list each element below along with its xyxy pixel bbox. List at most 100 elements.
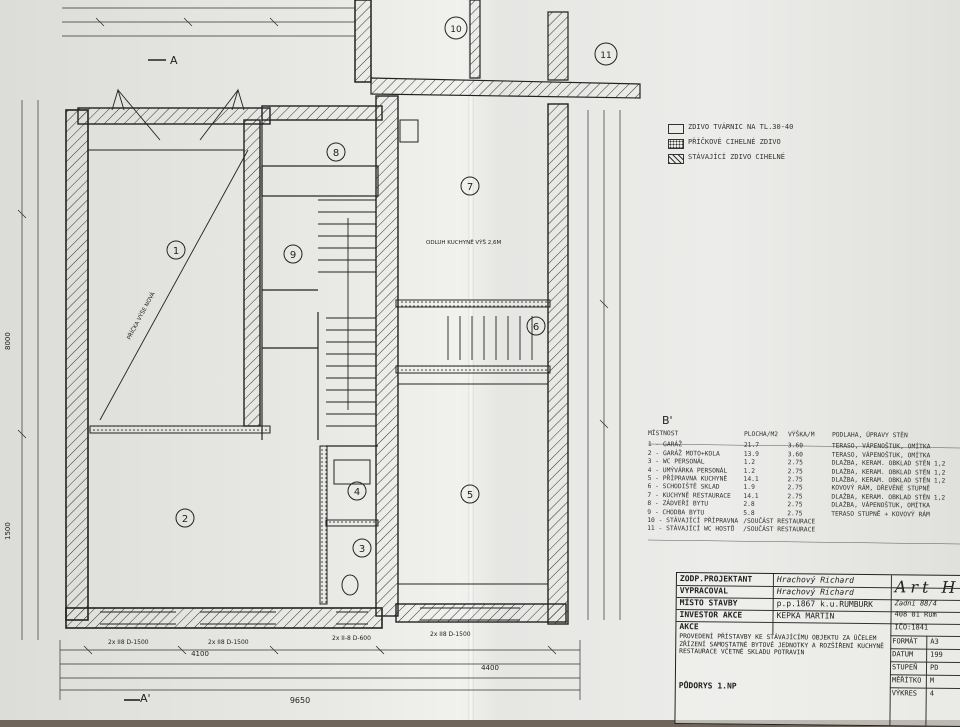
room-cell-area: /SOUČÁST RESTAURACE	[743, 526, 815, 534]
staircase	[318, 200, 532, 426]
header-area: PLOCHA/M2	[744, 431, 778, 438]
firm-ico: IČO:1841	[894, 623, 928, 631]
wall-top-stub	[470, 0, 480, 78]
axis-marker-10: 10	[450, 25, 462, 35]
wall-top-band	[371, 78, 640, 98]
wall-south	[66, 608, 382, 628]
room-cell-finish: TERASO, VÁPENOŠTUK, OMÍTKA	[832, 443, 931, 451]
scale-label: MĚŘÍTKO	[892, 676, 922, 684]
room-cell-area: 13.9	[744, 451, 759, 458]
room-cell-area: 2.8	[743, 501, 754, 508]
room-number-2: 2	[182, 514, 188, 525]
room-cell-area: /SOUČÁST RESTAURACE	[743, 518, 815, 526]
firm-address-1: Zadní 88/4	[895, 599, 937, 607]
section-marker-b-prime: B'	[662, 414, 673, 427]
note-kitchen: ODLUH KUCHYNĚ VÝŠ 2,6M	[426, 238, 502, 246]
wall-north-2	[262, 106, 382, 120]
partition-kitchen	[396, 300, 550, 307]
tb-meta-row: MĚŘÍTKO M	[890, 674, 960, 688]
firm-address-2: 408 01 Rum	[895, 610, 937, 618]
room-cell-finish: DLAŽBA, KERAM. OBKLAD STĚN 1,2	[832, 477, 946, 485]
room-8-wall	[262, 166, 378, 196]
tb-meta-row: VÝKRES 4	[890, 687, 960, 701]
stage-label: STUPEŇ	[892, 663, 917, 671]
header-room: MÍSTNOST	[648, 430, 678, 437]
window-label: 2x II8 D-1500	[108, 639, 149, 646]
legend-swatch-plain	[668, 124, 684, 134]
wall-top-stub	[355, 0, 371, 82]
wall-middle	[376, 96, 398, 616]
tb-meta-row: FORMÁT A3	[890, 635, 960, 649]
sheet-value: 4	[930, 690, 934, 698]
wall-west	[66, 110, 88, 620]
room-number-1: 1	[173, 246, 179, 257]
room-number-3: 3	[359, 544, 365, 555]
room-cell-n: 8 - ZÁDVEŘÍ BYTU	[647, 500, 708, 508]
rooms-table: MÍSTNOST PLOCHA/M2 VÝŠKA/M PODLAHA, ÚPRA…	[647, 430, 648, 534]
dim-depth-2: 8000	[4, 332, 12, 350]
header-finish: PODLAHA, ÚPRAVY STĚN	[832, 432, 908, 440]
wall-south-east	[396, 604, 566, 622]
partition-garage	[90, 426, 270, 433]
room-cell-area: 1.2	[744, 459, 755, 466]
toilet	[342, 575, 358, 595]
dim-total-width: 9650	[290, 696, 310, 705]
room-cell-n: 7 - KUCHYNĚ RESTAURACE	[647, 492, 730, 500]
sheet-label: VÝKRES	[892, 689, 917, 697]
drawn-name: Hrachový Richard	[777, 587, 854, 597]
room-cell-n: 11 - STÁVAJÍCÍ WC HOSTŮ	[647, 525, 734, 533]
room-cell-n: 2 - GARÁŽ MOTO+KOLA	[648, 450, 720, 458]
room-cell-n: 6 - SCHODIŠTĚ SKLAD	[647, 483, 719, 491]
legend-label: PŘÍČKOVÉ CIHELNÉ ZDIVO	[688, 138, 781, 146]
room-cell-finish: DLAŽBA, KERAM. OBKLAD STĚN 1,2	[831, 493, 945, 501]
washbasin	[334, 460, 370, 484]
room-cell-n: 3 - WC PERSONÁL	[648, 458, 705, 465]
scale-value: M	[930, 677, 934, 685]
room-cell-finish: TERASO, VÁPENOŠTUK, OMÍTKA	[832, 451, 931, 459]
room-cell-finish: DLAŽBA, KERAM. OBKLAD STĚN 1,2	[832, 460, 946, 468]
format-value: A3	[930, 638, 939, 646]
section-marker-a: A	[170, 54, 178, 67]
room-cell-n: 10 - STÁVAJÍCÍ PŘÍPRAVNA	[647, 517, 738, 525]
room-cell-height: 2.75	[787, 510, 802, 517]
partition-wc-2	[326, 520, 378, 526]
wall-east	[548, 104, 568, 624]
chimney	[400, 120, 418, 142]
tb-meta: FORMÁT A3 DATUM 199 STUPEŇ PD MĚŘÍTKO M …	[890, 635, 960, 701]
room-cell-area: 5.8	[743, 509, 754, 516]
room-cell-area: 1.9	[743, 484, 754, 491]
investor-label: INVESTOR AKCE	[680, 610, 743, 620]
room-cell-area: 21.7	[744, 442, 759, 449]
wall-north	[78, 108, 270, 124]
action-text: PROVEDENÍ PŘÍSTAVBY KE STÁVAJÍCÍMU OBJEK…	[679, 633, 887, 658]
room-cell-height: 3.60	[788, 443, 803, 450]
room-number-5: 5	[467, 490, 473, 501]
site-label: MÍSTO STAVBY	[680, 598, 738, 608]
axis-marker-11: 11	[600, 51, 611, 61]
room-cell-height: 2.75	[787, 493, 802, 500]
tb-meta-row: DATUM 199	[890, 648, 960, 662]
room-number-6: 6	[533, 322, 539, 333]
header-height: VÝŠKA/M	[788, 431, 815, 438]
room-cell-area: 14.1	[744, 476, 759, 483]
drawn-label: VYPRACOVAL	[680, 586, 728, 596]
room-cell-height: 2.75	[788, 459, 803, 466]
room-cell-n: 4 - UMÝVÁRKA PERSONÁL	[648, 467, 728, 475]
room-cell-n: 9 - CHODBA BYTU	[647, 509, 704, 516]
dim-east-width: 4400	[481, 664, 499, 672]
stage-value: PD	[930, 664, 939, 672]
room-cell-finish: TERASO STUPNĚ + KOVOVÝ RÁM	[831, 510, 930, 518]
room-number-8: 8	[333, 148, 339, 159]
wall-garage-east	[244, 120, 260, 426]
date-value: 199	[930, 651, 943, 659]
firm-name: Art H	[895, 577, 960, 597]
format-label: FORMÁT	[892, 637, 917, 645]
date-label: DATUM	[892, 650, 913, 658]
window-label: 2x II8 D-1500	[208, 639, 249, 646]
site-value: p.p.1867 k.u.RUMBURK	[777, 599, 873, 609]
room-cell-area: 1.2	[744, 467, 755, 474]
legend-label: ZDIVO TVÁRNIC NA TL.30-40	[688, 123, 793, 131]
drawing-title: PŮDORYS 1.NP	[679, 681, 887, 692]
